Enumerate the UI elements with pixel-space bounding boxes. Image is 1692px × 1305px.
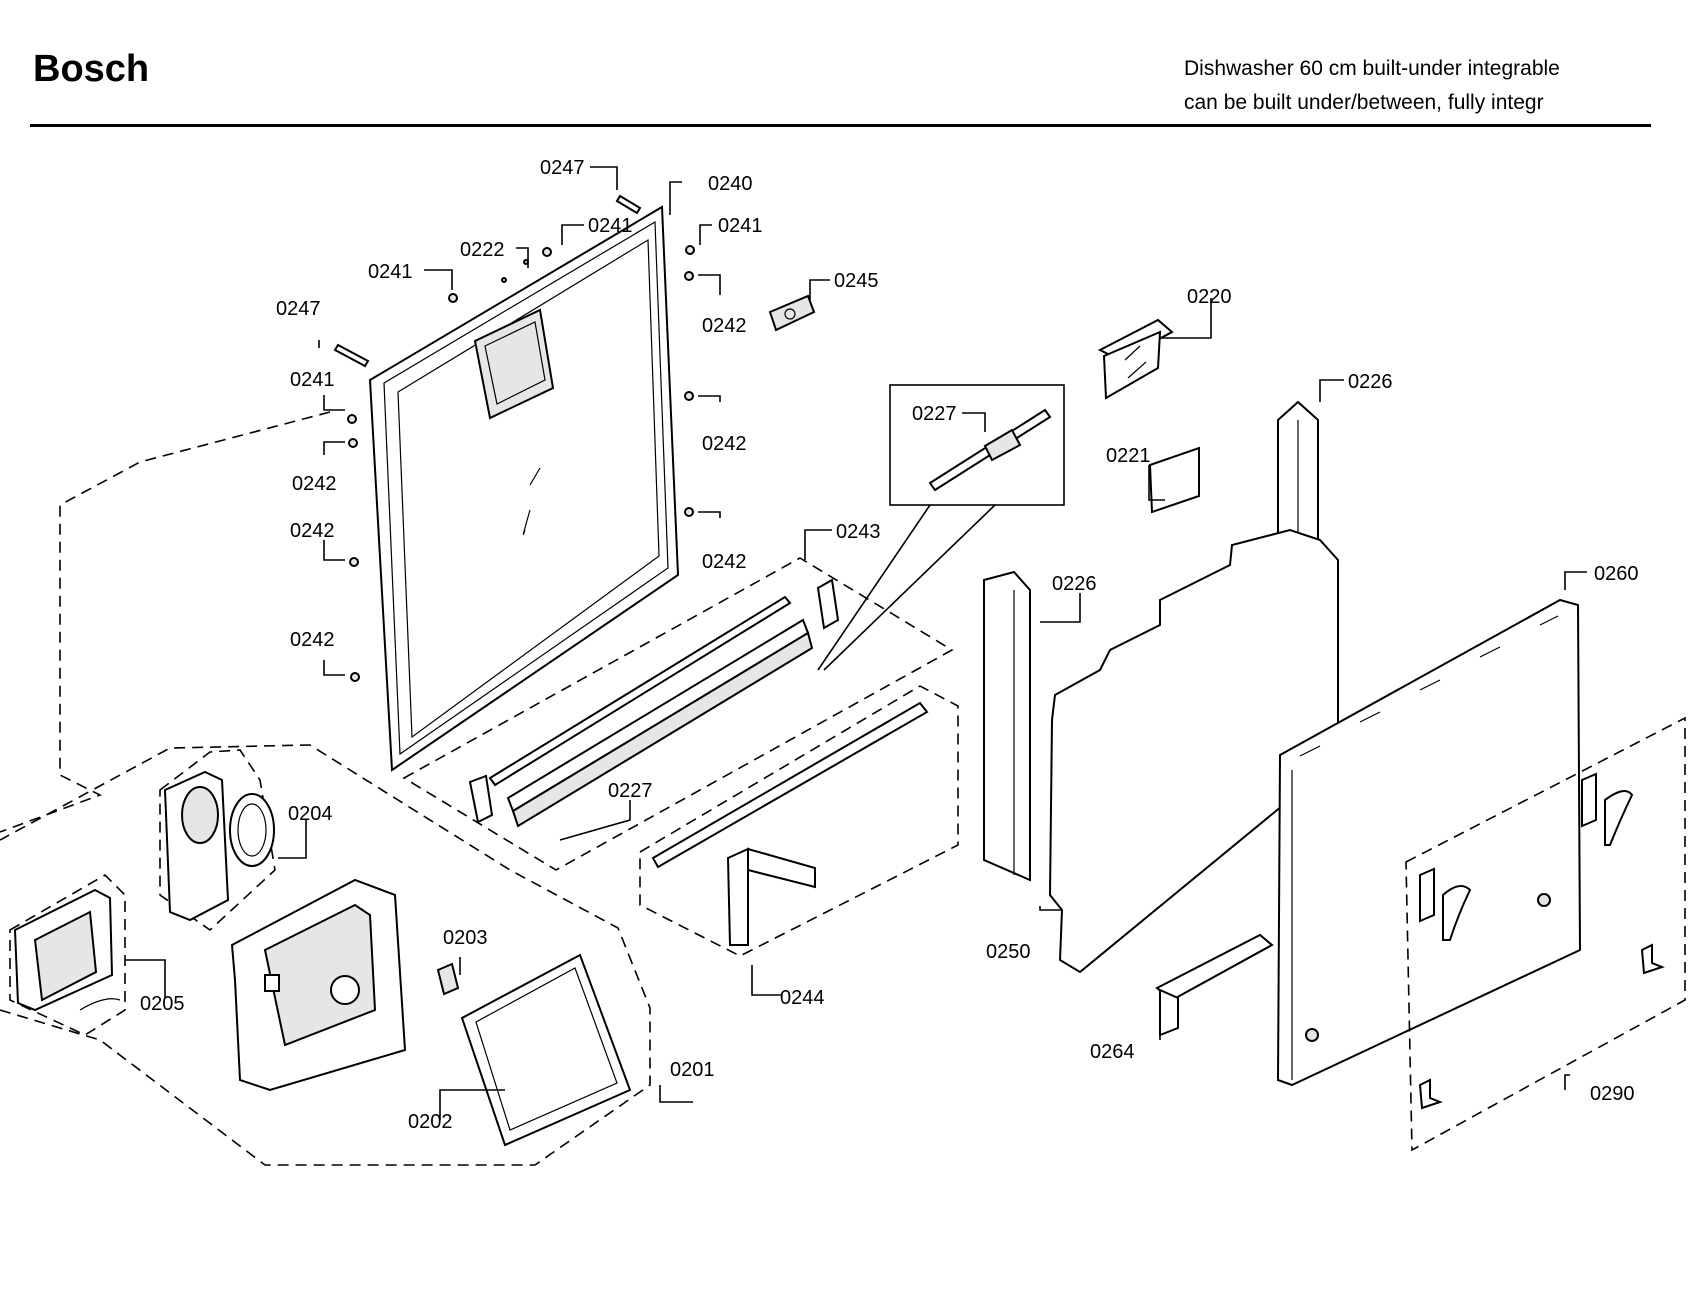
label-0241-left: 0241 <box>368 261 413 283</box>
label-0290: 0290 <box>1590 1083 1635 1105</box>
model-description-line-1: Dishwasher 60 cm built-under integrable <box>1184 57 1560 80</box>
label-0242-mid-right: 0242 <box>702 433 747 455</box>
dispenser-unit <box>230 878 407 1092</box>
group-0201-outline <box>0 744 651 1166</box>
label-0260: 0260 <box>1594 563 1639 585</box>
label-0221 <box>1148 446 1200 514</box>
knob-0203 <box>436 962 460 996</box>
group-0244-outline <box>639 685 959 957</box>
corner-profile-0226-lower <box>983 570 1031 882</box>
label-0227-detail: 0227 <box>912 403 957 425</box>
panel-screws <box>333 194 695 682</box>
label-0242-upper-right: 0242 <box>702 315 747 337</box>
label-0220: 0220 <box>1187 286 1232 308</box>
module-0205 <box>13 888 121 1012</box>
label-0250: 0250 <box>986 941 1031 963</box>
label-0227-strip: 0227 <box>608 780 653 802</box>
model-description-line-2: can be built under/between, fully integr <box>1184 91 1544 114</box>
seal-frame-0202 <box>460 953 632 1147</box>
trim-strips <box>468 578 840 828</box>
label-0221: 0221 <box>1106 445 1151 467</box>
label-0203: 0203 <box>443 927 488 949</box>
label-0242-left-1: 0242 <box>292 473 337 495</box>
inner-door-panel <box>368 205 680 772</box>
header-divider <box>30 124 1651 127</box>
label-0247-left: 0247 <box>276 298 321 320</box>
label-0226-upper: 0226 <box>1348 371 1393 393</box>
label-0201: 0201 <box>670 1059 715 1081</box>
label-0243: 0243 <box>836 521 881 543</box>
label-0264: 0264 <box>1090 1041 1135 1063</box>
detail-leader-0227 <box>817 504 996 671</box>
label-0245: 0245 <box>834 270 879 292</box>
label-0242-left-3: 0242 <box>290 629 335 651</box>
label-0242-left-2: 0242 <box>290 520 335 542</box>
label-0222: 0222 <box>460 239 505 261</box>
insulation-panel-0250 <box>1048 528 1339 974</box>
group-0243-outline <box>402 557 954 871</box>
label-0240: 0240 <box>708 173 753 195</box>
group-0205-outline <box>9 873 126 1036</box>
detail-box-0227 <box>889 384 1065 506</box>
rail-0244 <box>651 701 929 946</box>
clip-0245 <box>768 294 816 332</box>
label-0244: 0244 <box>780 987 825 1009</box>
housing-0204 <box>163 770 275 922</box>
label-0204: 0204 <box>288 803 333 825</box>
label-0226-lower: 0226 <box>1052 573 1097 595</box>
bracket-0220 <box>1097 318 1174 400</box>
label-0241-right: 0241 <box>718 215 763 237</box>
label-0242-lower-right: 0242 <box>702 551 747 573</box>
mounting-brackets-0290 <box>1418 772 1665 1110</box>
leader-lines <box>125 166 1587 1120</box>
bracket-0264 <box>1155 933 1274 1037</box>
label-0241-lower-left: 0241 <box>290 369 335 391</box>
label-0241-top: 0241 <box>588 215 633 237</box>
detail-strip-0227 <box>928 408 1052 492</box>
group-0290-outline <box>1405 716 1686 1152</box>
label-0202: 0202 <box>408 1111 453 1133</box>
model-description: Dishwasher 60 cm built-under integrable … <box>1184 52 1644 120</box>
back-panel-0260 <box>1276 598 1582 1087</box>
group-front-outline <box>0 411 331 833</box>
brand-title: Bosch <box>33 48 150 90</box>
label-0247-top: 0247 <box>540 157 585 179</box>
label-0205: 0205 <box>140 993 185 1015</box>
